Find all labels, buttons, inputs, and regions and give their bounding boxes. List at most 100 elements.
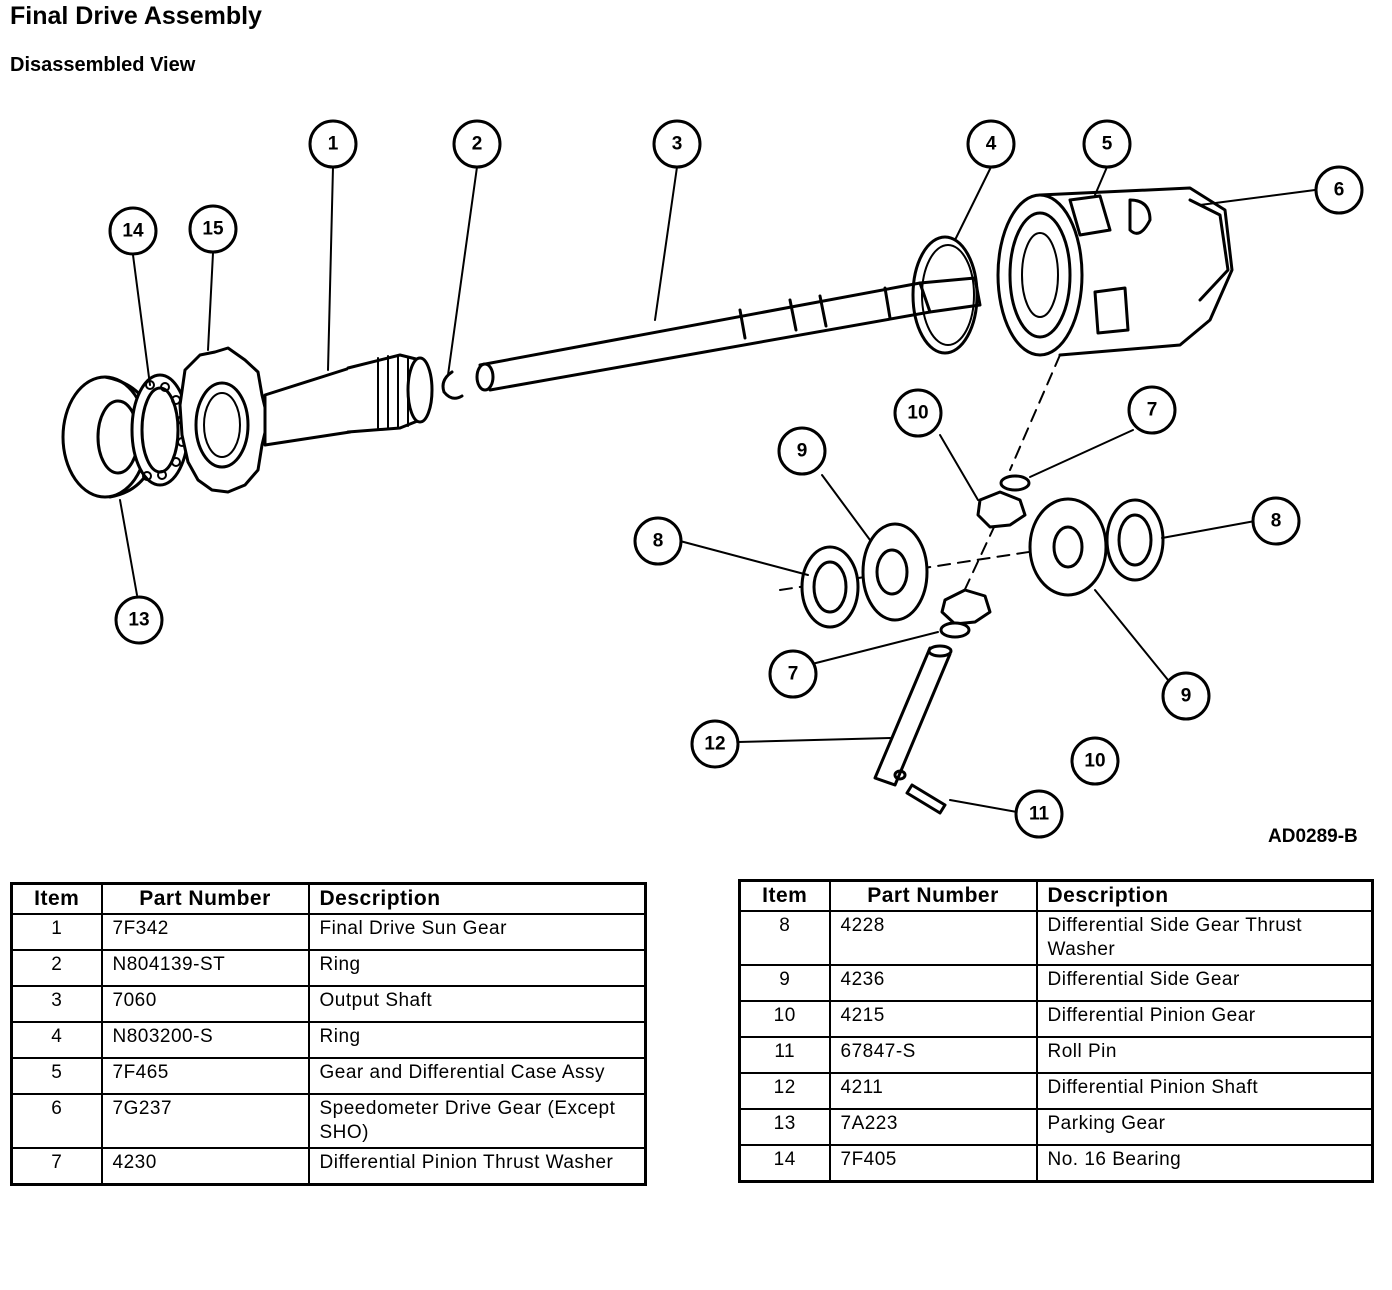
svg-text:7: 7 bbox=[788, 664, 799, 685]
svg-text:8: 8 bbox=[1271, 511, 1282, 532]
part-number-cell: 4230 bbox=[100, 1147, 310, 1186]
side-gear-left-part bbox=[861, 522, 929, 622]
callout-7-upper: 7 bbox=[1127, 385, 1177, 435]
item-cell: 9 bbox=[738, 964, 831, 1002]
item-cell: 7 bbox=[10, 1147, 103, 1186]
callout-5: 5 bbox=[1082, 119, 1132, 169]
pinion-gear-part bbox=[940, 490, 1027, 626]
svg-text:8: 8 bbox=[653, 531, 664, 552]
svg-text:10: 10 bbox=[907, 403, 928, 424]
figure-code: AD0289-B bbox=[1268, 826, 1358, 847]
side-washer-left-part bbox=[800, 545, 860, 629]
header-part-number: Part Number bbox=[100, 882, 310, 915]
part-number-cell: 4228 bbox=[828, 910, 1038, 966]
svg-text:15: 15 bbox=[202, 219, 224, 240]
item-cell: 2 bbox=[10, 949, 103, 987]
table-header-row: Item Part Number Description bbox=[738, 879, 1374, 912]
item-cell: 14 bbox=[738, 1144, 831, 1183]
part-number-cell: 7G237 bbox=[100, 1093, 310, 1149]
part-number-cell: 7F465 bbox=[100, 1057, 310, 1095]
part-number-cell: 67847-S bbox=[828, 1036, 1038, 1074]
svg-text:14: 14 bbox=[122, 221, 144, 242]
item-cell: 4 bbox=[10, 1021, 103, 1059]
header-part-number: Part Number bbox=[828, 879, 1038, 912]
page-title: Final Drive Assembly bbox=[10, 2, 262, 30]
thrust-washer-part-2 bbox=[939, 621, 971, 639]
item-cell: 3 bbox=[10, 985, 103, 1023]
sun-gear-shaft-part bbox=[263, 353, 434, 447]
description-cell: Differential Side Gear bbox=[1035, 964, 1374, 1002]
callout-6: 6 bbox=[1314, 165, 1364, 215]
svg-text:12: 12 bbox=[704, 734, 725, 755]
callout-8-left: 8 bbox=[633, 516, 683, 566]
svg-text:2: 2 bbox=[472, 134, 483, 155]
item-cell: 10 bbox=[738, 1000, 831, 1038]
description-cell: Parking Gear bbox=[1035, 1108, 1374, 1146]
callout-1: 1 bbox=[308, 119, 358, 169]
callout-8-right: 8 bbox=[1251, 496, 1301, 546]
callout-4: 4 bbox=[966, 119, 1016, 169]
callout-14: 14 bbox=[108, 206, 158, 256]
description-cell: Ring bbox=[307, 949, 647, 987]
part-number-cell: N803200-S bbox=[100, 1021, 310, 1059]
svg-text:10: 10 bbox=[1084, 751, 1105, 772]
item-cell: 13 bbox=[738, 1108, 831, 1146]
svg-text:3: 3 bbox=[672, 134, 683, 155]
header-description: Description bbox=[307, 882, 647, 915]
table-header-row: Item Part Number Description bbox=[10, 882, 647, 915]
part-number-cell: 4236 bbox=[828, 964, 1038, 1002]
svg-text:1: 1 bbox=[328, 134, 339, 155]
part-number-cell: 7060 bbox=[100, 985, 310, 1023]
description-cell: Speedometer Drive Gear (Except SHO) bbox=[307, 1093, 647, 1149]
svg-text:11: 11 bbox=[1029, 804, 1050, 825]
header-item: Item bbox=[10, 882, 103, 915]
part-number-cell: N804139-ST bbox=[100, 949, 310, 987]
description-cell: Gear and Differential Case Assy bbox=[307, 1057, 647, 1095]
description-cell: Differential Pinion Shaft bbox=[1035, 1072, 1374, 1110]
output-shaft-part bbox=[475, 276, 982, 392]
svg-text:9: 9 bbox=[797, 441, 808, 462]
exploded-diagram: 1 2 3 4 5 6 14 15 13 10 7 9 8 8 7 9 12 1… bbox=[61, 119, 1364, 839]
svg-text:13: 13 bbox=[128, 610, 149, 631]
description-cell: Ring bbox=[307, 1021, 647, 1059]
part-number-cell: 4215 bbox=[828, 1000, 1038, 1038]
ring-part bbox=[441, 370, 464, 400]
callout-13: 13 bbox=[114, 595, 164, 645]
part-number-cell: 4211 bbox=[828, 1072, 1038, 1110]
callout-2: 2 bbox=[452, 119, 502, 169]
callout-9-right: 9 bbox=[1161, 671, 1211, 721]
callout-3: 3 bbox=[652, 119, 702, 169]
callout-7-lower: 7 bbox=[768, 649, 818, 699]
callout-11: 11 bbox=[1014, 789, 1064, 839]
description-cell: Roll Pin bbox=[1035, 1036, 1374, 1074]
item-cell: 1 bbox=[10, 913, 103, 951]
roll-pin-part bbox=[905, 783, 947, 815]
header-item: Item bbox=[738, 879, 831, 912]
differential-case-part bbox=[996, 186, 1234, 357]
description-cell: Output Shaft bbox=[307, 985, 647, 1023]
part-number-cell: 7F342 bbox=[100, 913, 310, 951]
description-cell: Differential Pinion Thrust Washer bbox=[307, 1147, 647, 1186]
description-cell: Differential Side Gear Thrust Washer bbox=[1035, 910, 1374, 966]
svg-text:9: 9 bbox=[1181, 686, 1192, 707]
part-number-cell: 7A223 bbox=[828, 1108, 1038, 1146]
svg-text:4: 4 bbox=[986, 134, 997, 155]
item-cell: 8 bbox=[738, 910, 831, 966]
page-subtitle: Disassembled View bbox=[10, 54, 196, 76]
description-cell: No. 16 Bearing bbox=[1035, 1144, 1374, 1183]
svg-text:7: 7 bbox=[1147, 400, 1158, 421]
